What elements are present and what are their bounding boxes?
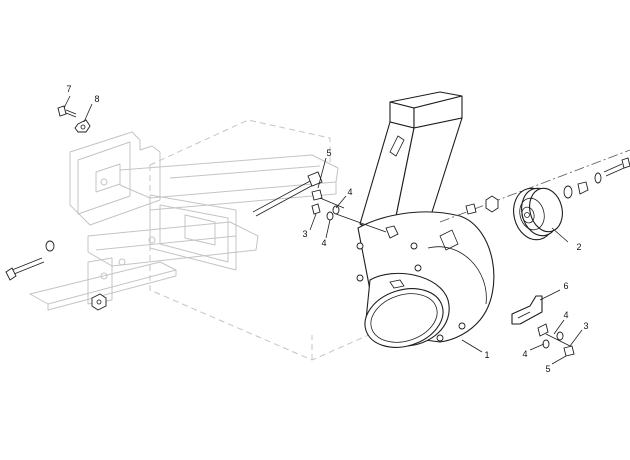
pulley-assembly — [439, 149, 630, 241]
callout-6: 6 — [563, 281, 568, 291]
callout-5-lower: 5 — [545, 364, 550, 374]
callout-4-center: 4 — [321, 238, 326, 248]
callout-4-lower: 4 — [522, 349, 527, 359]
callout-7: 7 — [66, 84, 71, 94]
leader-lines — [63, 95, 583, 365]
callout-5-upper: 5 — [326, 148, 331, 158]
callout-2: 2 — [576, 242, 581, 252]
callout-3-lower: 3 — [583, 321, 588, 331]
callout-4-upper: 4 — [347, 187, 352, 197]
callout-8: 8 — [94, 94, 99, 104]
chute — [359, 91, 463, 239]
center-hardware — [311, 189, 399, 239]
bracket-assembly — [511, 295, 575, 357]
callout-3-upper: 3 — [302, 229, 307, 239]
left-hardware — [5, 105, 107, 311]
callout-4-right: 4 — [563, 310, 568, 320]
frame-ghost — [29, 119, 381, 361]
blower-housing — [356, 211, 495, 348]
callout-1: 1 — [484, 350, 489, 360]
long-bolt — [252, 171, 323, 217]
